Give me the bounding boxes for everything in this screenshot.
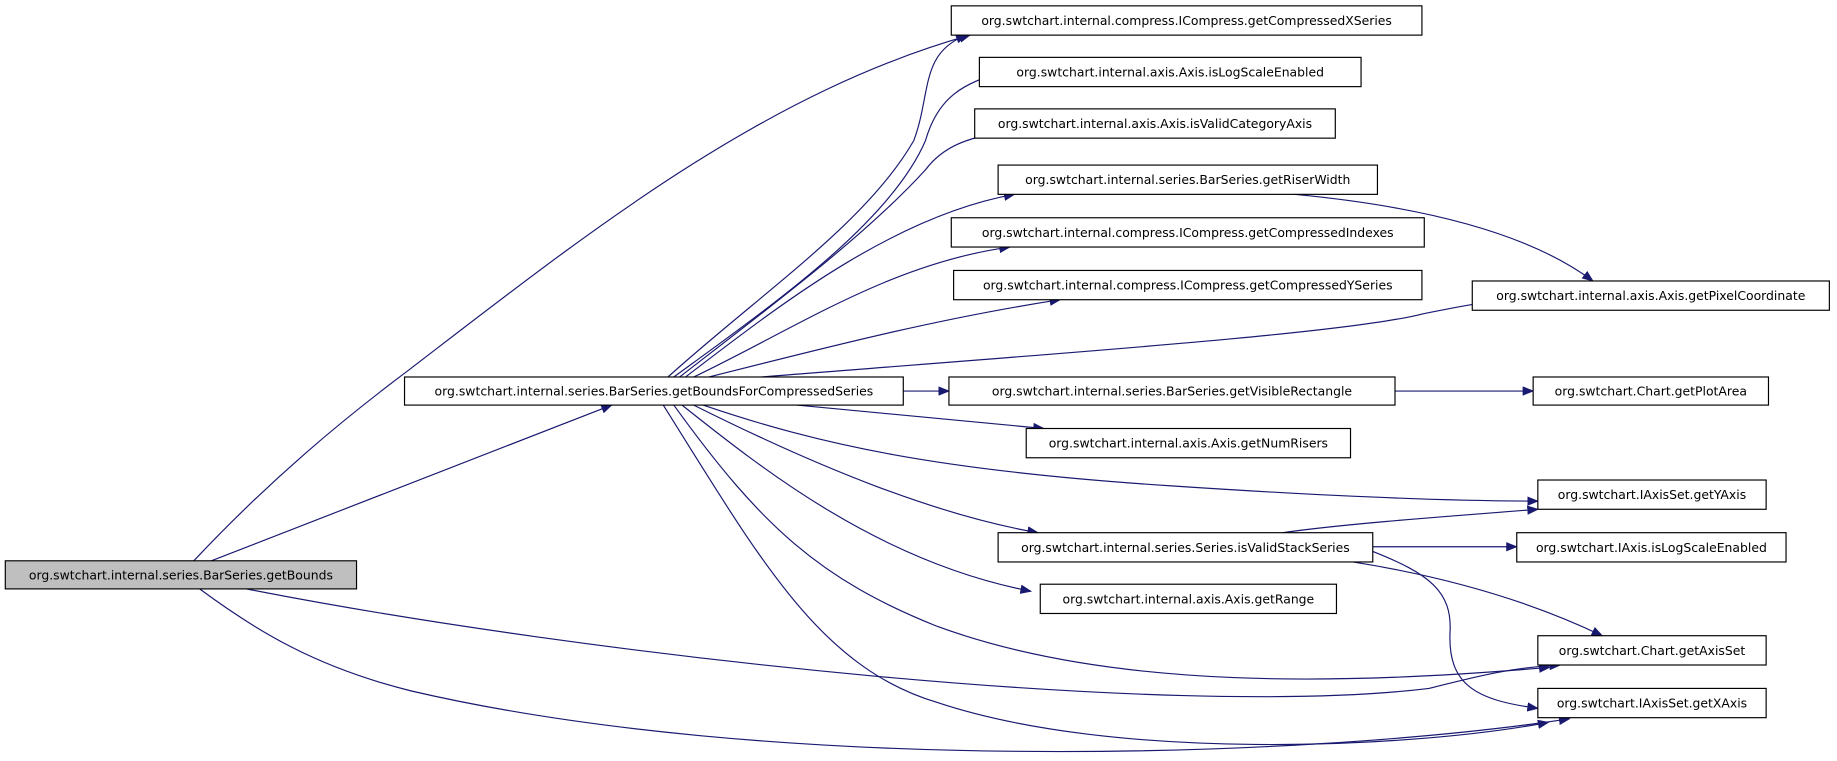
node-label: org.swtchart.internal.series.BarSeries.g… xyxy=(29,567,333,582)
node-box xyxy=(1537,479,1767,510)
edge-isValidStackSeries-to-getAxisSet xyxy=(1352,561,1604,637)
node-label: org.swtchart.internal.series.BarSeries.g… xyxy=(992,384,1352,399)
edge-getBoundsForCompressedSeries-to-getCompressedXSeries xyxy=(667,34,968,378)
node-isValidStackSeries[interactable]: org.swtchart.internal.series.Series.isVa… xyxy=(997,532,1374,563)
node-box xyxy=(4,560,358,590)
edge-getRiserWidth-to-getPixelCoordinate xyxy=(1294,193,1594,282)
node-getRange[interactable]: org.swtchart.internal.axis.Axis.getRange xyxy=(1039,583,1338,615)
node-getBounds: org.swtchart.internal.series.BarSeries.g… xyxy=(4,560,358,590)
node-label: org.swtchart.Chart.getAxisSet xyxy=(1559,643,1746,658)
node-box xyxy=(1537,687,1767,719)
node-getBoundsForCompressedSeries[interactable]: org.swtchart.internal.series.BarSeries.g… xyxy=(403,376,904,406)
edge-getBoundsForCompressedSeries-to-getRiserWidth xyxy=(685,191,1016,378)
node-label: org.swtchart.internal.axis.Axis.getPixel… xyxy=(1496,288,1805,303)
node-label: org.swtchart.Chart.getPlotArea xyxy=(1555,384,1747,399)
node-getNumRisers[interactable]: org.swtchart.internal.axis.Axis.getNumRi… xyxy=(1025,427,1352,459)
edge-getBounds-to-getCompressedXSeries xyxy=(193,33,972,562)
node-box xyxy=(950,217,1425,248)
edge-getBoundsForCompressedSeries-to-isValidStackSeries xyxy=(693,404,1040,536)
node-box xyxy=(1532,376,1770,406)
node-box xyxy=(950,5,1423,36)
edge-getBoundsForCompressedSeries-to-getNumRisers xyxy=(796,404,1045,433)
node-label: org.swtchart.internal.axis.Axis.isValidC… xyxy=(998,116,1312,131)
edge-getBoundsForCompressedSeries-to-getRange xyxy=(681,404,1033,594)
edge-getBoundsForCompressedSeries-to-getXAxis xyxy=(662,404,1550,746)
node-getYAxis[interactable]: org.swtchart.IAxisSet.getYAxis xyxy=(1537,479,1767,510)
node-getRiserWidth[interactable]: org.swtchart.internal.series.BarSeries.g… xyxy=(997,164,1379,195)
node-box xyxy=(403,376,904,406)
node-box xyxy=(1537,635,1767,666)
node-box xyxy=(1025,427,1352,459)
node-label: org.swtchart.internal.compress.ICompress… xyxy=(983,278,1393,293)
node-getPixelCoordinate[interactable]: org.swtchart.internal.axis.Axis.getPixel… xyxy=(1471,280,1830,311)
node-box xyxy=(974,108,1336,139)
node-getCompressedXSeries[interactable]: org.swtchart.internal.compress.ICompress… xyxy=(950,5,1423,36)
node-getAxisSet[interactable]: org.swtchart.Chart.getAxisSet xyxy=(1537,635,1767,666)
edge-getBoundsForCompressedSeries-to-isValidCategoryAxis xyxy=(679,128,1007,378)
node-box xyxy=(953,269,1423,301)
edge-getBoundsForCompressedSeries-to-getCompressedIndexes xyxy=(693,243,1011,378)
node-label: org.swtchart.internal.axis.Axis.getRange xyxy=(1063,591,1315,606)
node-box xyxy=(997,532,1374,563)
edge-getBounds-to-getXAxis xyxy=(199,588,1571,753)
node-label: org.swtchart.IAxisSet.getXAxis xyxy=(1557,696,1747,711)
node-label: org.swtchart.internal.compress.ICompress… xyxy=(982,225,1394,240)
node-box xyxy=(1516,532,1787,563)
edge-isValidStackSeries-to-getXAxis xyxy=(1372,550,1539,712)
node-box xyxy=(1471,280,1830,311)
node-label: org.swtchart.internal.series.Series.isVa… xyxy=(1021,540,1350,555)
node-label: org.swtchart.internal.compress.ICompress… xyxy=(981,13,1392,28)
edge-getBounds-to-getBoundsForCompressedSeries xyxy=(211,404,613,562)
node-label: org.swtchart.internal.series.BarSeries.g… xyxy=(1025,172,1350,187)
edge-getBoundsForCompressedSeries-to-getCompressedYSeries xyxy=(708,296,1062,378)
node-getCompressedIndexes[interactable]: org.swtchart.internal.compress.ICompress… xyxy=(950,217,1425,248)
node-getPlotArea[interactable]: org.swtchart.Chart.getPlotArea xyxy=(1532,376,1770,406)
node-box xyxy=(997,164,1379,195)
edge-isValidStackSeries-to-getYAxis xyxy=(1282,505,1540,534)
node-label: org.swtchart.IAxisSet.getYAxis xyxy=(1558,487,1746,502)
node-box xyxy=(948,376,1396,406)
edge-getBoundsForCompressedSeries-to-getAxisSet xyxy=(673,404,1551,680)
node-axisIsLogScaleEnabled[interactable]: org.swtchart.internal.axis.Axis.isLogSca… xyxy=(978,56,1362,88)
node-label: org.swtchart.internal.axis.Axis.isLogSca… xyxy=(1016,65,1324,80)
edge-getBounds-to-getAxisSet xyxy=(246,588,1562,698)
edge-getBoundsForCompressedSeries-to-getYAxis xyxy=(702,404,1540,506)
node-label: org.swtchart.IAxis.isLogScaleEnabled xyxy=(1536,540,1767,555)
node-getVisibleRectangle[interactable]: org.swtchart.internal.series.BarSeries.g… xyxy=(948,376,1396,406)
node-box xyxy=(1039,583,1338,615)
node-getXAxis[interactable]: org.swtchart.IAxisSet.getXAxis xyxy=(1537,687,1767,719)
node-isValidCategoryAxis[interactable]: org.swtchart.internal.axis.Axis.isValidC… xyxy=(974,108,1336,139)
node-label: org.swtchart.internal.axis.Axis.getNumRi… xyxy=(1049,436,1328,451)
node-iaxisIsLogScaleEnabled[interactable]: org.swtchart.IAxis.isLogScaleEnabled xyxy=(1516,532,1787,563)
node-label: org.swtchart.internal.series.BarSeries.g… xyxy=(435,384,874,399)
node-box xyxy=(978,56,1362,88)
node-getCompressedYSeries[interactable]: org.swtchart.internal.compress.ICompress… xyxy=(953,269,1423,301)
edge-getBoundsForCompressedSeries-to-axisIsLogScaleEnabled xyxy=(673,68,1011,378)
